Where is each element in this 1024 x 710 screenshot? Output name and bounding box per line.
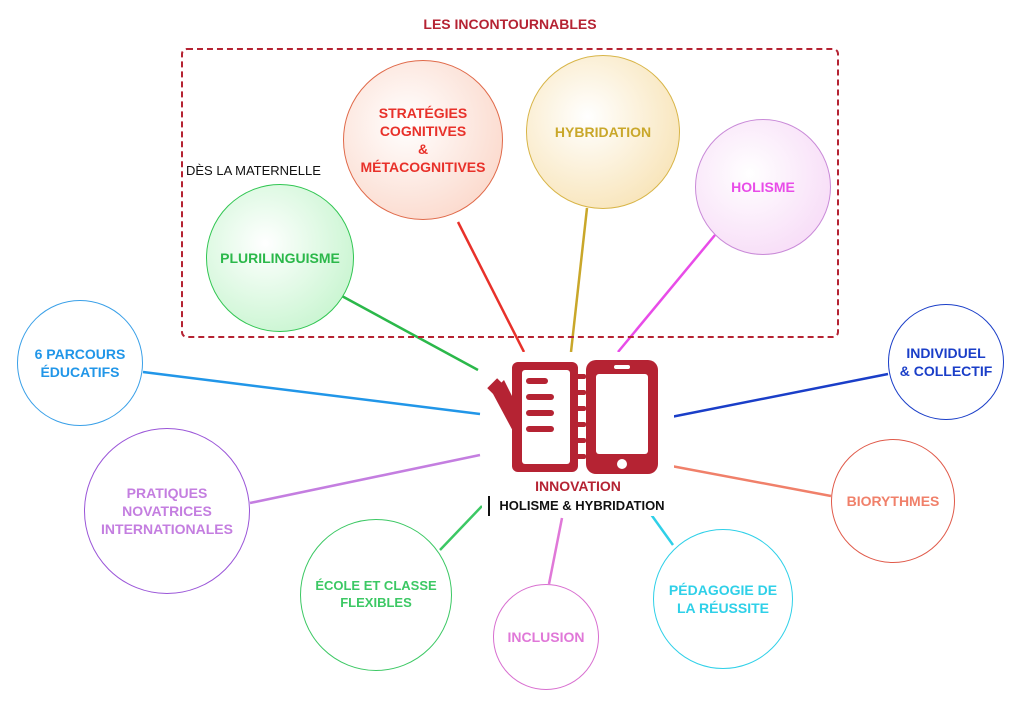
node-individuel: INDIVIDUEL & COLLECTIF <box>888 304 1004 420</box>
center-label: INNOVATION <box>535 478 621 494</box>
connector-holisme <box>617 234 716 353</box>
connector-inclusion <box>547 517 564 585</box>
connector-plurilinguisme <box>339 293 479 372</box>
node-label: PÉDAGOGIE DE LA RÉUSSITE <box>668 581 778 616</box>
connector-ecole <box>439 505 483 551</box>
node-hybridation: HYBRIDATION <box>526 55 680 209</box>
node-strategies: STRATÉGIES COGNITIVES & MÉTACOGNITIVES <box>343 60 503 220</box>
node-holisme: HOLISME <box>695 119 831 255</box>
node-label: STRATÉGIES COGNITIVES & MÉTACOGNITIVES <box>360 104 486 176</box>
node-label: INDIVIDUEL & COLLECTIF <box>899 344 993 379</box>
node-pratiques: PRATIQUES NOVATRICES INTERNATIONALES <box>84 428 250 594</box>
frame-title: LES INCONTOURNABLES <box>423 16 597 32</box>
center-sublabel: HOLISME & HYBRIDATION <box>488 496 674 516</box>
node-biorythmes: BIORYTHMES <box>831 439 955 563</box>
node-label: INCLUSION <box>507 628 585 645</box>
node-label: HOLISME <box>731 178 795 195</box>
node-label: BIORYTHMES <box>846 492 940 509</box>
connector-pratiques <box>249 453 481 505</box>
node-label: 6 PARCOURS ÉDUCATIFS <box>34 345 126 380</box>
node-plurilinguisme: PLURILINGUISME <box>206 184 354 332</box>
node-ecole: ÉCOLE ET CLASSE FLEXIBLES <box>300 519 452 671</box>
connector-hybridation <box>569 207 589 353</box>
node-parcours: 6 PARCOURS ÉDUCATIFS <box>17 300 143 426</box>
connector-parcours <box>142 370 481 416</box>
center-hub <box>482 352 674 514</box>
node-inclusion: INCLUSION <box>493 584 599 690</box>
node-label: HYBRIDATION <box>554 123 652 140</box>
node-label: PRATIQUES NOVATRICES INTERNATIONALES <box>101 484 233 538</box>
connector-strategies <box>456 221 526 353</box>
node-label: PLURILINGUISME <box>220 249 340 266</box>
node-label: ÉCOLE ET CLASSE FLEXIBLES <box>315 578 437 610</box>
connector-biorythmes <box>665 463 832 498</box>
frame-subtitle: DÈS LA MATERNELLE <box>186 163 321 178</box>
notebook-pencil-smartphone-icon <box>487 360 658 474</box>
incontournables-frame <box>181 48 839 338</box>
connector-individuel <box>665 372 889 420</box>
node-pedagogie: PÉDAGOGIE DE LA RÉUSSITE <box>653 529 793 669</box>
